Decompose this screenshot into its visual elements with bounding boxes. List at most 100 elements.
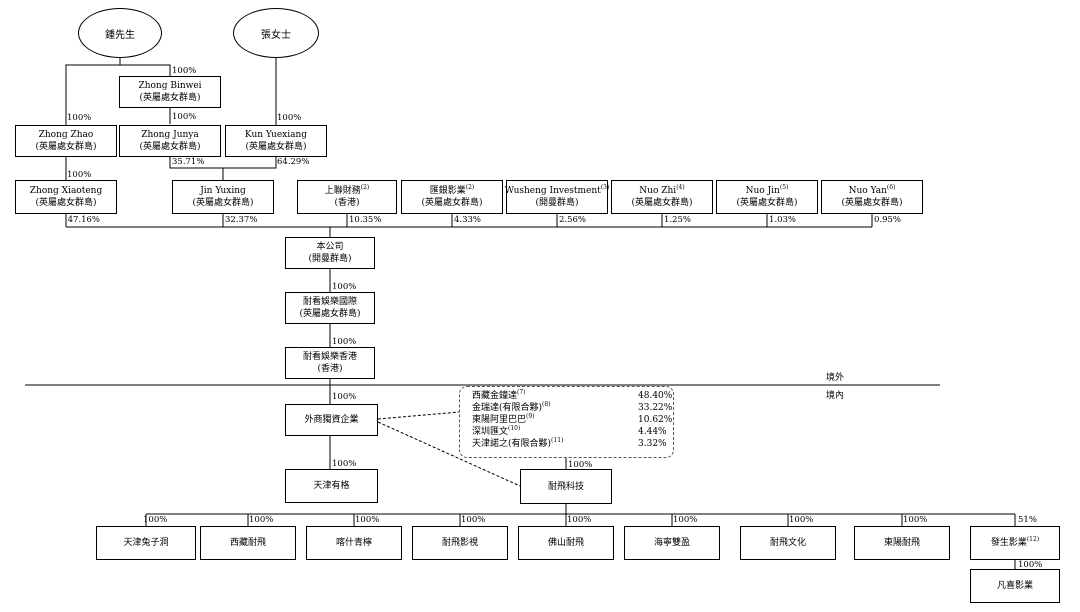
pct-label: 100% — [277, 113, 302, 123]
person-ms-zhang: 張女士 — [233, 8, 319, 58]
pct-label: 1.25% — [664, 215, 692, 225]
entity-wusheng: Wusheng Investment(3)(開曼群島) — [504, 180, 610, 214]
entity-place: (香港) — [317, 364, 343, 374]
line-zhong-to-binwei — [120, 64, 171, 76]
jv-holder-label: 東陽阿里巴巴 — [472, 415, 527, 425]
pct-label: 35.71% — [172, 157, 205, 167]
subsidiary-box: 天津兔子洞 — [96, 526, 196, 560]
entity-place: (英屬處女群島) — [245, 142, 307, 152]
jv-holder-name: 天津諾之(有限合夥)(11) — [472, 437, 564, 450]
entity-place: (英屬處女群島) — [139, 93, 201, 103]
entity-name: Nuo Zhi — [639, 186, 677, 196]
subsidiary-box: 耐飛影視 — [412, 526, 508, 560]
entity-place: (英屬處女群島) — [35, 198, 97, 208]
footnote-marker: (9) — [526, 413, 535, 420]
pct-label: 100% — [355, 515, 380, 525]
footnote-marker: (5) — [779, 184, 789, 191]
person-mr-zhong: 鍾先生 — [78, 8, 162, 58]
entity-name: 耐飛科技 — [547, 481, 584, 492]
jv-holder-pct: 48.40% — [638, 391, 673, 401]
entity-place: (英屬處女群島) — [736, 198, 798, 208]
jv-holder-pct: 33.22% — [638, 403, 673, 413]
subsidiary-box: 發生影業(12) — [970, 526, 1060, 560]
pct-label: 100% — [789, 515, 814, 525]
entity-place: (英屬處女群島) — [139, 142, 201, 152]
entity-name: 發生影業 — [990, 538, 1027, 548]
entity-company: 本公司 (開曼群島) — [285, 237, 375, 269]
pct-label: 32.37% — [225, 215, 258, 225]
footnote-marker: (3) — [600, 184, 610, 191]
pct-label: 100% — [903, 515, 928, 525]
pct-label: 47.16% — [67, 215, 100, 225]
pct-label: 100% — [332, 337, 357, 347]
jv-holder-name: 東陽阿里巴巴(9) — [472, 413, 535, 426]
entity-name: 東陽耐飛 — [883, 538, 920, 548]
entity-place: (開曼群島) — [308, 254, 352, 264]
entity-huiyin: 匯銀影業(2)(英屬處女群島) — [401, 180, 503, 214]
jv-holder-pct: 3.32% — [638, 439, 667, 449]
jv-holder-label: 西藏金鐘達 — [472, 391, 518, 401]
pct-label: 64.29% — [277, 157, 310, 167]
jv-holder-label: 深圳匯文 — [472, 427, 509, 437]
jv-holder-name: 深圳匯文(10) — [472, 425, 521, 438]
entity-name: 海寧雙盈 — [653, 538, 690, 548]
subsidiary-box: 海寧雙盈 — [624, 526, 720, 560]
entity-zhong-zhao: Zhong Zhao(英屬處女群島) — [15, 125, 117, 157]
entity-name: Wusheng Investment — [504, 186, 601, 196]
entity-name: 本公司 — [316, 242, 344, 252]
entity-jin-yuxing: Jin Yuxing(英屬處女群島) — [172, 180, 274, 214]
entity-name: 凡喜影業 — [996, 581, 1033, 591]
jv-holder-name: 金瑞達(有限合夥)(8) — [472, 402, 551, 414]
entity-name: 耐飛影視 — [441, 538, 478, 548]
line-zhong-to-zhao — [65, 58, 121, 125]
naifei-shareholders-box: 西藏金鐘達(7) 48.40% 金瑞達(有限合夥)(8) 33.22% 東陽阿里… — [459, 386, 674, 458]
entity-place: (英屬處女群島) — [299, 309, 361, 319]
entity-shanglian: 上聯財務(2)(香港) — [297, 180, 397, 214]
pct-label: 100% — [673, 515, 698, 525]
jv-holder-pct: 4.44% — [638, 427, 667, 437]
footnote-marker: (4) — [676, 184, 685, 191]
pct-label: 100% — [143, 515, 168, 525]
entity-name: Zhong Zhao — [38, 130, 94, 140]
entity-name: 外商獨資企業 — [304, 415, 359, 425]
subsidiary-box: 佛山耐飛 — [518, 526, 614, 560]
entity-place: (香港) — [334, 198, 360, 208]
entity-place: (英屬處女群島) — [631, 198, 693, 208]
pct-label: 100% — [1018, 560, 1043, 570]
entity-zhong-junya: Zhong Junya (英屬處女群島) — [119, 125, 221, 157]
person-mr-zhong-label: 鍾先生 — [105, 29, 135, 41]
pct-label: 100% — [568, 460, 593, 470]
entity-name: 西藏耐飛 — [229, 538, 266, 548]
entity-name: 佛山耐飛 — [547, 538, 584, 548]
zone-onshore-label: 境內 — [826, 391, 845, 401]
entity-name: Jin Yuxing — [200, 186, 246, 196]
entity-name: Kun Yuexiang — [244, 130, 308, 140]
entity-name: 上聯財務 — [324, 186, 361, 196]
entity-wfoe: 外商獨資企業 — [285, 404, 378, 436]
pct-label: 100% — [567, 515, 592, 525]
entity-name: 天津有格 — [313, 481, 350, 491]
pct-label: 100% — [332, 282, 357, 292]
entity-tianjin-youge: 天津有格 — [285, 469, 378, 503]
entity-place: (英屬處女群島) — [421, 198, 483, 208]
zone-offshore-label: 境外 — [826, 373, 845, 383]
entity-name: 喀什青檸 — [335, 538, 372, 548]
pct-label: 100% — [172, 66, 197, 76]
footnote-marker: (10) — [508, 425, 521, 432]
pct-label: 100% — [332, 392, 357, 402]
jv-holder-label: 金瑞達(有限合夥) — [472, 403, 543, 413]
footnote-marker: (11) — [551, 437, 564, 444]
entity-name: 耐看娛樂國際 — [302, 297, 357, 307]
footnote-marker: (12) — [1026, 536, 1040, 543]
entity-name: Nuo Jin — [745, 186, 780, 196]
entity-kun-yuexiang: Kun Yuexiang (英屬處女群島) — [225, 125, 327, 157]
pct-label: 100% — [172, 112, 197, 122]
entity-name: Zhong Junya — [141, 130, 199, 140]
pct-label: 1.03% — [769, 215, 797, 225]
jv-holder-pct: 10.62% — [638, 415, 673, 425]
footnote-marker: (2) — [465, 184, 475, 191]
entity-naikan-hk: 耐看娛樂香港(香港) — [285, 347, 375, 379]
entity-zhong-xiaoteng: Zhong Xiaoteng(英屬處女群島) — [15, 180, 117, 214]
pct-label: 51% — [1018, 515, 1037, 525]
